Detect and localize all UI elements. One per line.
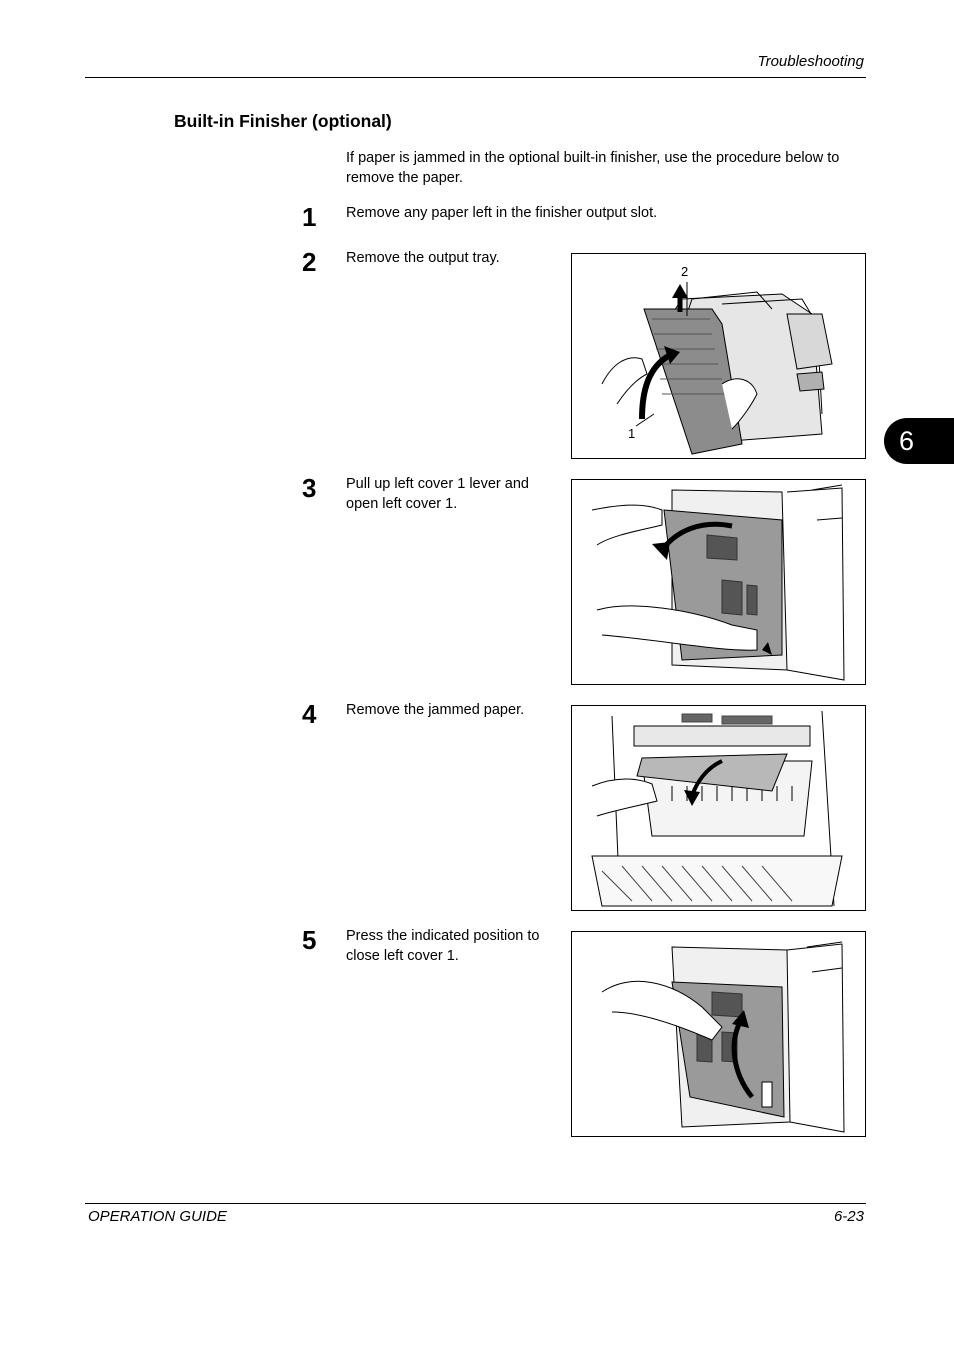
- step-5-number: 5: [302, 925, 317, 955]
- intro-paragraph: If paper is jammed in the optional built…: [346, 150, 840, 186]
- step-2-text: Remove the output tray.: [346, 250, 500, 266]
- page-title: Built-in Finisher (optional): [174, 111, 392, 131]
- chapter-tab: 6: [884, 418, 954, 464]
- header-rule: [85, 77, 866, 78]
- step-1-text: Remove any paper left in the finisher ou…: [346, 205, 658, 221]
- tray-callout-1: 1: [628, 426, 635, 441]
- figure-remove-output-tray: 2 1: [571, 253, 866, 459]
- footer-page-number: 6-23: [833, 1208, 864, 1225]
- close-cover-illustration: [601, 941, 845, 1133]
- step-4-number: 4: [302, 699, 317, 729]
- figure-remove-jammed-paper: [571, 705, 866, 911]
- figure-open-left-cover: [571, 479, 866, 685]
- output-tray-illustration: 2 1: [601, 264, 833, 455]
- step-2-number: 2: [302, 247, 317, 277]
- jammed-paper-illustration: [591, 710, 843, 907]
- figure-close-left-cover: [571, 931, 866, 1137]
- header-section-title: Troubleshooting: [757, 53, 864, 70]
- step-4-text: Remove the jammed paper.: [346, 702, 525, 718]
- step-1-number: 1: [302, 202, 317, 232]
- step-3-number: 3: [302, 473, 317, 503]
- open-cover-illustration: [591, 484, 845, 681]
- footer-rule: [85, 1203, 866, 1204]
- step-5-text: Press the indicated position to close le…: [346, 928, 540, 964]
- footer-guide-name: OPERATION GUIDE: [88, 1208, 227, 1225]
- tray-callout-2: 2: [681, 264, 688, 279]
- step-3-text: Pull up left cover 1 lever and open left…: [346, 476, 529, 512]
